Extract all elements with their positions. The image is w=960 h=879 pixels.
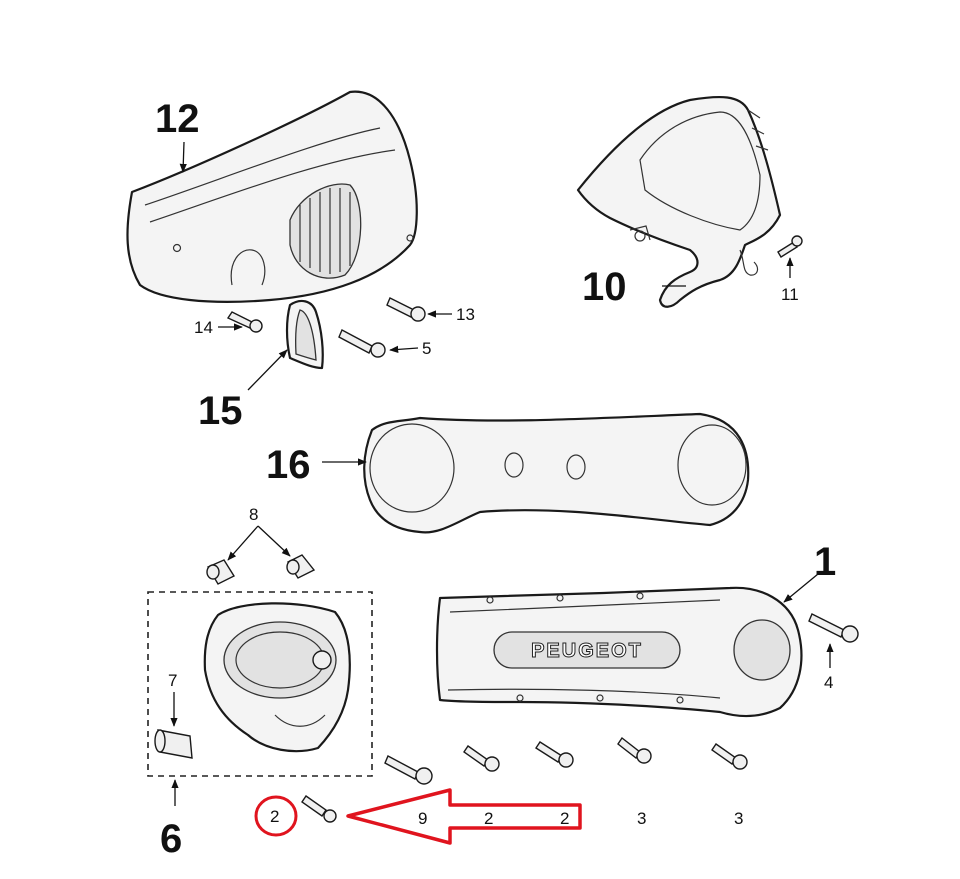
part-15-trim-piece xyxy=(285,299,324,370)
label-12: 12 xyxy=(155,97,200,141)
label-8: 8 xyxy=(249,505,258,524)
label-14: 14 xyxy=(194,318,213,337)
part-8-bushings xyxy=(206,554,316,585)
label-3b: 3 xyxy=(734,809,743,828)
screw-11 xyxy=(777,235,803,258)
label-2-left: 2 xyxy=(270,807,279,826)
screw-4 xyxy=(808,613,859,643)
group-6-dashed-box xyxy=(147,591,373,777)
part-1-outer-cover xyxy=(435,586,803,718)
label-10: 10 xyxy=(582,265,627,309)
screw-14 xyxy=(226,311,263,333)
screw-2-left xyxy=(301,795,337,823)
label-9: 9 xyxy=(418,809,427,828)
label-15: 15 xyxy=(198,389,243,433)
screw-9 xyxy=(384,755,433,785)
screw-13 xyxy=(386,297,426,322)
label-16: 16 xyxy=(266,443,311,487)
screw-2a xyxy=(463,745,500,772)
label-13: 13 xyxy=(456,305,475,324)
label-1: 1 xyxy=(814,540,836,584)
label-11: 11 xyxy=(781,285,799,304)
screw-2b xyxy=(535,741,574,768)
part-10-air-shroud xyxy=(576,95,782,308)
part-7-spacer xyxy=(154,729,193,759)
label-4: 4 xyxy=(824,673,833,692)
screw-5 xyxy=(338,329,386,358)
part-6-inner-cover xyxy=(203,602,351,753)
part-12-cover xyxy=(126,90,418,303)
label-3a: 3 xyxy=(637,809,646,828)
label-2b: 2 xyxy=(560,809,569,828)
screw-3a xyxy=(617,736,652,764)
highlight-arrow xyxy=(346,788,582,845)
label-7: 7 xyxy=(168,671,177,690)
label-2a: 2 xyxy=(484,809,493,828)
highlight-circle xyxy=(254,795,298,837)
label-6: 6 xyxy=(160,817,182,861)
label-5: 5 xyxy=(422,339,431,358)
peugeot-emblem-text: PEUGEOT xyxy=(531,640,643,662)
part-16-gasket xyxy=(363,412,750,534)
screw-3b xyxy=(711,743,748,770)
